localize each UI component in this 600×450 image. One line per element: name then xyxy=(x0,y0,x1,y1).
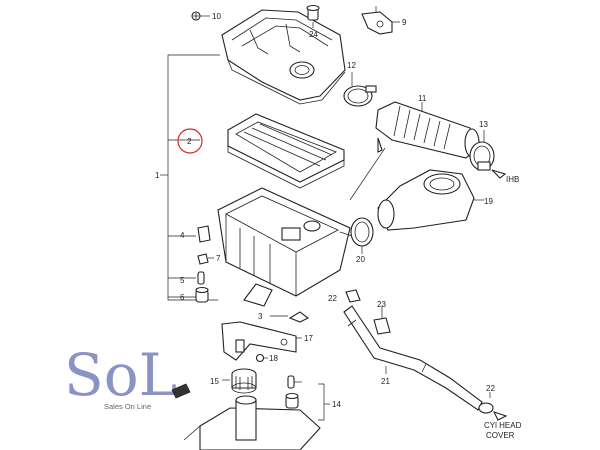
clip-23: 23 xyxy=(373,300,391,335)
pin-16 xyxy=(287,375,302,389)
callout-23: 23 xyxy=(377,300,386,309)
clip-4: 4 xyxy=(180,225,211,243)
callout-24: 24 xyxy=(309,30,318,39)
callout-13: 13 xyxy=(479,120,488,129)
to-ihb-arrow: IHB xyxy=(491,169,519,184)
grommet-14: 14 xyxy=(285,383,341,421)
fastener-7: 7 xyxy=(197,253,221,265)
callout-18: 18 xyxy=(269,354,278,363)
air-cleaner-lower-case xyxy=(217,187,351,307)
callout-9: 9 xyxy=(402,18,407,27)
hose-clamp-22-lower: 22 xyxy=(478,384,508,421)
hose-clamp-12: 12 xyxy=(343,61,377,107)
bolt-18: 18 xyxy=(255,353,278,363)
callout-15: 15 xyxy=(210,377,219,386)
intake-hose-11: 11 xyxy=(375,94,480,159)
grommet-24: 24 xyxy=(306,4,320,39)
mounting-bracket-17: 17 xyxy=(221,321,313,361)
bracket-9: 9 xyxy=(361,6,407,35)
pin-5: 5 xyxy=(180,271,205,285)
hose-clamp-22-upper: 22 xyxy=(328,289,361,303)
callout-12: 12 xyxy=(347,61,356,70)
assembly-bracket-1 xyxy=(160,54,220,301)
hose-clamp-20: 20 xyxy=(350,217,374,264)
tag-8 xyxy=(171,383,191,399)
callout-17: 17 xyxy=(304,334,313,343)
ihb-label: IHB xyxy=(506,175,519,184)
lower-resonator xyxy=(183,395,321,450)
hose-clamp-13: 13 xyxy=(469,120,495,171)
callout-20: 20 xyxy=(356,255,365,264)
callout-3: 3 xyxy=(258,312,263,321)
callout-2: 2 xyxy=(187,137,192,146)
cyl-head-label-line2: COVER xyxy=(486,431,515,440)
air-filter-element-2: 2 xyxy=(177,113,345,189)
callout-4: 4 xyxy=(180,231,185,240)
callout-5: 5 xyxy=(180,276,185,285)
grommet-6: 6 xyxy=(180,286,209,303)
callout-21: 21 xyxy=(381,377,390,386)
cap-15: 15 xyxy=(210,368,257,394)
callout-10: 10 xyxy=(212,12,221,21)
breather-hose-21: 21 xyxy=(343,305,483,411)
callout-6: 6 xyxy=(180,293,185,302)
callout-22-lower: 22 xyxy=(486,384,495,393)
sol-logo-subtitle: Sales On Line xyxy=(104,402,151,411)
air-cleaner-upper-cover xyxy=(221,9,346,105)
cyl-head-label-line1: CYl HEAD xyxy=(484,421,522,430)
cap-3: 3 xyxy=(258,311,310,323)
callout-7: 7 xyxy=(216,254,221,263)
callout-11: 11 xyxy=(418,94,427,103)
resonator-duct-19: 19 xyxy=(377,169,493,231)
callout-14: 14 xyxy=(332,400,341,409)
callout-19: 19 xyxy=(484,197,493,206)
screw-10: 10 xyxy=(191,11,221,21)
sol-logo-text: SoL xyxy=(64,341,177,409)
callout-22-upper: 22 xyxy=(328,294,337,303)
highlight-circle xyxy=(177,128,203,154)
sol-logo: SoL Sales On Line xyxy=(64,341,177,411)
callout-1: 1 xyxy=(155,171,160,180)
